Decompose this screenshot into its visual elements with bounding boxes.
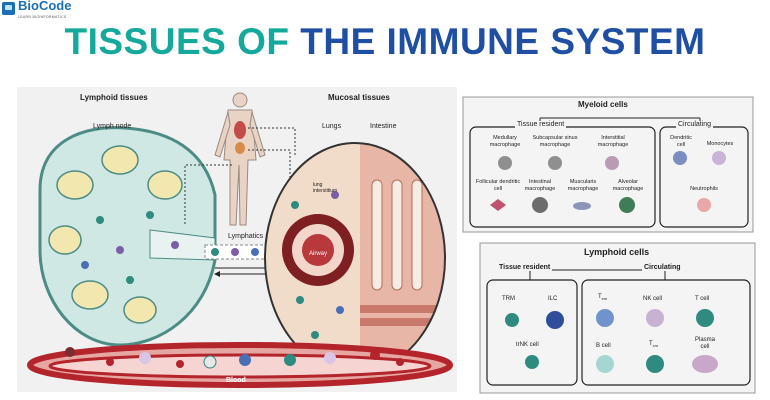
human-figure [214, 92, 266, 226]
lymphoid-cell-label: B cell [596, 343, 611, 349]
myeloid-cell-label: Medullary macrophage [489, 135, 521, 148]
lymphoid-cell-label: Plasma cell [694, 337, 715, 350]
tcm-base: T [649, 341, 653, 347]
tem-sub: em [601, 296, 608, 302]
lymphoid-cell-icons [505, 309, 718, 373]
myeloid-cell-label: Intestinal macrophage [524, 179, 556, 192]
lymphoid-tissue-resident-label: Tissue resident [497, 264, 553, 271]
tcm-sub: cm [652, 343, 659, 349]
myeloid-cell-label: Monocytes [706, 141, 734, 147]
lymphoid-resident-box [486, 279, 578, 386]
brand-name: BioCode [18, 0, 72, 13]
lungs-label: Lungs [322, 123, 342, 130]
myeloid-cell-label: Dendritic cell [670, 135, 692, 148]
mucosal-tissues-label: Mucosal tissues [328, 93, 390, 102]
myeloid-title: Myeloid cells [578, 100, 628, 109]
lymph-node-figure [38, 126, 217, 347]
tem-base: T [598, 294, 602, 300]
connector-line [248, 127, 296, 155]
lymphoid-tissues-label: Lymphoid tissues [80, 93, 148, 102]
tem-cell-label: Tem [598, 294, 607, 301]
tcm-cell-label: Tcm [649, 341, 658, 348]
myeloid-cell-label: Follicular dendritic cell [475, 179, 521, 192]
lymphoid-cell-label: ILC [548, 296, 558, 302]
lymphoid-cell-label: NK cell [643, 296, 663, 302]
lymphoid-cell-label: T cell [695, 296, 710, 302]
lymphoid-cell-label: trNK cell [516, 342, 539, 348]
lymph-node-label: Lymph node [93, 123, 132, 130]
laptop-icon [2, 1, 15, 15]
lymphoid-cell-label: TRM [502, 296, 515, 302]
title-part-2: THE IMMUNE SYSTEM [300, 21, 706, 62]
myeloid-cell-label: Subcapsular sinus macrophage [532, 135, 578, 148]
title-part-1: TISSUES OF [64, 21, 290, 62]
myeloid-cell-label: Neutrophils [690, 186, 718, 192]
lymphoid-circulating-label: Circulating [642, 264, 683, 271]
lymphatics-label: Lymphatics [228, 233, 264, 240]
myeloid-cell-icons [490, 151, 726, 213]
myeloid-cell-label: Alveolar macrophage [612, 179, 644, 192]
page-title: TISSUES OF THE IMMUNE SYSTEM [0, 22, 770, 62]
intestine-label: Intestine [370, 123, 397, 130]
myeloid-cell-label: Interstitial macrophage [597, 135, 629, 148]
blood-vessel [27, 342, 453, 388]
lymphoid-circulating-box [581, 279, 751, 386]
lung-interstitium-label: lung interstitium [313, 182, 338, 194]
brand-logo: BioCode LEARN BIOINFORMATICS [2, 0, 72, 19]
myeloid-tissue-resident-label: Tissue resident [515, 121, 567, 128]
blood-label: Blood [226, 377, 246, 384]
lymphoid-title: Lymphoid cells [584, 247, 650, 257]
myeloid-circulating-label: Circulating [676, 121, 714, 128]
myeloid-cell-label: Muscularis macrophage [567, 179, 599, 192]
brand-tagline: LEARN BIOINFORMATICS [18, 15, 67, 19]
airway-label: Airway [309, 251, 328, 257]
